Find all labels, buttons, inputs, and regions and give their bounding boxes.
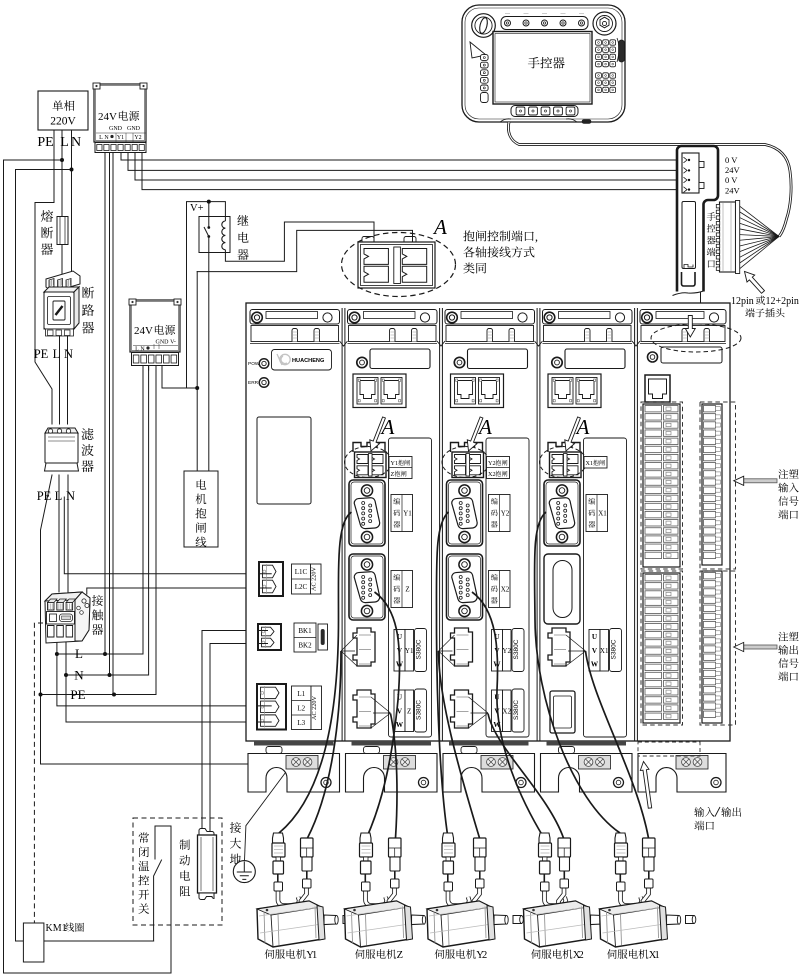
svg-text:1: 1 [655, 950, 660, 961]
svg-text:Y: Y [476, 950, 484, 961]
svg-text:V+: V+ [190, 203, 204, 214]
svg-text:U: U [494, 633, 500, 641]
svg-text:X: X [573, 950, 581, 961]
svg-text:POW: POW [248, 361, 260, 367]
svg-text:L: L [99, 135, 103, 141]
svg-text:Y1: Y1 [391, 460, 399, 467]
svg-text:U: U [397, 633, 403, 641]
svg-text:Y2: Y2 [502, 647, 511, 655]
svg-text:S380C: S380C [416, 700, 423, 720]
svg-text:0 V: 0 V [725, 175, 738, 185]
svg-text:W: W [591, 661, 599, 669]
svg-text:BK2: BK2 [298, 641, 312, 649]
svg-text:N: N [64, 347, 73, 361]
svg-text:N: N [66, 489, 75, 503]
svg-text:Y2: Y2 [501, 510, 510, 518]
svg-text:V: V [397, 707, 403, 715]
svg-text:0 V: 0 V [725, 155, 738, 165]
svg-text:X2: X2 [502, 708, 511, 716]
svg-text:V: V [592, 647, 598, 655]
svg-text:L: L [60, 135, 69, 150]
svg-text:Y1: Y1 [403, 510, 412, 518]
svg-text:PE: PE [70, 687, 85, 702]
svg-text:W: W [396, 721, 404, 729]
svg-text:Y1: Y1 [117, 135, 124, 141]
svg-text:BK1: BK1 [298, 627, 312, 635]
svg-text:Z: Z [397, 950, 403, 961]
svg-text:U: U [397, 694, 403, 702]
svg-text:L1C: L1C [295, 568, 308, 576]
svg-text:GND: GND [109, 126, 123, 132]
svg-text:X2: X2 [488, 471, 496, 478]
svg-text:Y2: Y2 [134, 135, 141, 141]
svg-text:HUACHENG: HUACHENG [292, 358, 324, 364]
svg-text:X1: X1 [598, 510, 607, 518]
svg-text:PE: PE [37, 489, 52, 503]
svg-text:24V: 24V [725, 185, 741, 195]
svg-text:L: L [75, 646, 83, 661]
svg-text:L2C: L2C [295, 583, 308, 591]
svg-text:GND: GND [156, 340, 170, 346]
svg-text:,: , [535, 230, 538, 244]
svg-text:PE: PE [34, 347, 49, 361]
svg-text:1: 1 [312, 950, 317, 961]
svg-text:12+2pin: 12+2pin [766, 296, 799, 307]
svg-text:Z: Z [391, 471, 395, 478]
svg-text:N: N [140, 347, 145, 353]
svg-text:12pin: 12pin [731, 296, 754, 307]
svg-text:S380C: S380C [416, 639, 423, 659]
svg-text:AC 220V: AC 220V [311, 696, 318, 720]
svg-text:24V: 24V [725, 165, 741, 175]
svg-text:KM1: KM1 [46, 923, 67, 934]
svg-text:S380C: S380C [611, 639, 618, 659]
svg-text:2: 2 [482, 950, 487, 961]
svg-text:L: L [53, 347, 61, 361]
svg-text:L: L [55, 489, 63, 503]
svg-text:Y1: Y1 [405, 647, 414, 655]
svg-text:24V: 24V [98, 111, 117, 123]
svg-text:Y2: Y2 [488, 460, 496, 467]
svg-text:GND: GND [127, 126, 141, 132]
svg-text:N: N [74, 668, 84, 683]
svg-text:X2: X2 [501, 586, 510, 594]
svg-text:Y: Y [306, 950, 314, 961]
svg-text:L: L [135, 347, 139, 353]
svg-text:N: N [104, 135, 109, 141]
svg-text:AC 220V: AC 220V [311, 567, 318, 591]
svg-text:L3: L3 [297, 719, 305, 727]
svg-text:2: 2 [579, 950, 584, 961]
svg-text:W: W [493, 721, 501, 729]
svg-text:X1: X1 [600, 647, 609, 655]
svg-text:X1: X1 [586, 460, 594, 467]
svg-text:L1: L1 [297, 690, 305, 698]
svg-text:ERR: ERR [248, 380, 259, 386]
svg-text:Z: Z [405, 586, 409, 594]
svg-text:24V: 24V [134, 325, 153, 337]
svg-text:N: N [71, 135, 81, 150]
svg-text:PE: PE [37, 135, 53, 150]
svg-text:220V: 220V [50, 116, 76, 128]
svg-text:L2: L2 [297, 704, 305, 712]
svg-text:Z: Z [407, 708, 411, 716]
svg-text:U: U [592, 633, 598, 641]
svg-text:S380C: S380C [513, 700, 520, 720]
svg-text:S380C: S380C [513, 639, 520, 659]
svg-text:A: A [432, 215, 447, 239]
svg-text:X: X [649, 950, 657, 961]
svg-text:V-: V- [170, 340, 176, 346]
